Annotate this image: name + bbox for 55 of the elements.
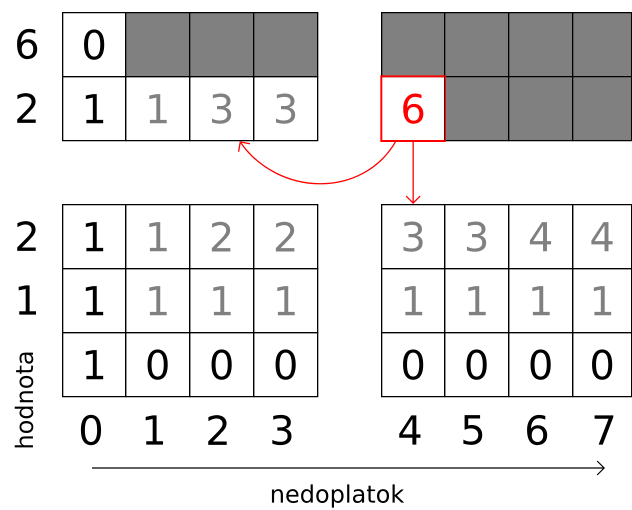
axis-label: hodnota <box>14 352 34 448</box>
highlighted-cell: 6 <box>381 76 446 142</box>
column-label: 6 <box>527 414 548 446</box>
filled-cell <box>444 12 510 78</box>
table-cell: 1 <box>572 268 632 334</box>
table-cell: 3 <box>189 76 254 142</box>
column-label: 7 <box>594 415 614 445</box>
table-cell: 1 <box>62 332 126 398</box>
column-label: 4 <box>399 415 420 445</box>
table-cell: 1 <box>381 268 446 334</box>
table-cell: 0 <box>508 332 574 398</box>
row-label: 2 <box>17 221 36 251</box>
table-cell: 2 <box>253 204 318 270</box>
table-cell: 0 <box>381 332 446 398</box>
table-cell: 1 <box>62 268 126 334</box>
column-label: 5 <box>463 415 482 445</box>
row-label: 1 <box>18 285 36 315</box>
table-cell: 3 <box>444 204 510 270</box>
arrow <box>406 141 421 204</box>
table-cell: 4 <box>572 204 632 270</box>
filled-cell <box>572 12 632 78</box>
arrow <box>238 140 396 184</box>
filled-cell <box>572 76 632 142</box>
filled-cell <box>508 12 574 78</box>
table-cell: 1 <box>189 268 254 334</box>
table-cell: 2 <box>189 204 254 270</box>
row-label: 6 <box>17 28 38 60</box>
axis-label: nedoplatok <box>272 484 404 508</box>
table-cell: 0 <box>125 332 190 398</box>
table-cell: 3 <box>253 76 318 142</box>
table-cell: 0 <box>444 332 510 398</box>
table-cell: 1 <box>125 76 190 142</box>
table-cell: 1 <box>62 204 126 270</box>
column-label: 0 <box>80 414 102 446</box>
table-cell: 1 <box>62 76 126 142</box>
table-cell: 4 <box>508 204 574 270</box>
filled-cell <box>253 12 318 78</box>
table-cell: 0 <box>253 332 318 398</box>
table-cell: 1 <box>125 204 190 270</box>
table-cell: 1 <box>253 268 318 334</box>
column-label: 1 <box>146 415 164 445</box>
filled-cell <box>381 12 446 78</box>
table-cell: 1 <box>508 268 574 334</box>
table-cell: 3 <box>381 204 446 270</box>
table-cell: 0 <box>572 332 632 398</box>
row-label: 2 <box>17 93 36 123</box>
filled-cell <box>508 76 574 142</box>
column-label: 3 <box>272 414 292 446</box>
table-cell: 0 <box>189 332 254 398</box>
filled-cell <box>444 76 510 142</box>
table-cell: 1 <box>444 268 510 334</box>
column-label: 2 <box>208 415 227 445</box>
table-cell: 1 <box>125 268 190 334</box>
filled-cell <box>189 12 254 78</box>
filled-cell <box>125 12 190 78</box>
